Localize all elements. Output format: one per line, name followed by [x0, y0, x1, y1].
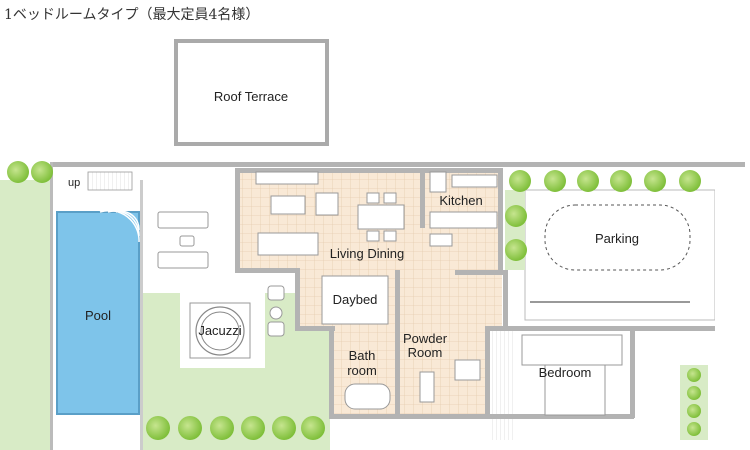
bedroom-label: Bedroom [539, 365, 592, 380]
tree-icon [544, 170, 566, 192]
left-lawn [0, 180, 50, 450]
roof-terrace-label: Roof Terrace [214, 89, 288, 104]
top-boundary-wall [50, 162, 745, 167]
tree-icon [679, 170, 701, 192]
tree-icon [509, 170, 531, 192]
bath-label-line1: Bath [349, 348, 376, 363]
garden-chairs [267, 285, 285, 337]
tree-icon [272, 416, 296, 440]
tree-icon [687, 422, 701, 436]
sun-loungers [157, 211, 209, 269]
roof-terrace: Roof Terrace [174, 39, 329, 146]
pool-label: Pool [85, 308, 111, 323]
powder-label-line2: Room [408, 345, 443, 360]
living-dining-label: Living Dining [330, 246, 404, 261]
tree-icon [241, 416, 265, 440]
pool-deck-edge [140, 180, 143, 450]
tree-icon [687, 386, 701, 400]
tree-icon [687, 404, 701, 418]
tree-icon [146, 416, 170, 440]
powder-label-line1: Powder [403, 331, 448, 346]
tree-icon [610, 170, 632, 192]
stairs-up-label: up [68, 177, 80, 189]
tree-icon [301, 416, 325, 440]
parking: Parking [524, 167, 745, 322]
parking-label: Parking [595, 231, 639, 246]
tree-icon [505, 205, 527, 227]
tree-icon [31, 161, 53, 183]
left-boundary-wall [50, 162, 53, 450]
bath-label-line2: room [347, 363, 377, 378]
kitchen-label: Kitchen [439, 193, 482, 208]
tree-icon [178, 416, 202, 440]
page-title: 1ベッドルームタイプ（最大定員4名様） [4, 7, 260, 23]
daybed-label: Daybed [333, 292, 378, 307]
jacuzzi: Jacuzzi [189, 302, 251, 359]
tree-icon [210, 416, 234, 440]
tree-icon [644, 170, 666, 192]
tree-icon [577, 170, 599, 192]
jacuzzi-label: Jacuzzi [198, 323, 241, 338]
tree-icon [7, 161, 29, 183]
tree-icon [505, 239, 527, 261]
pool: Pool [56, 209, 140, 415]
house: Daybed Kitchen Living Dining Bath room P… [235, 168, 715, 440]
tree-icon [687, 368, 701, 382]
trees [7, 161, 701, 440]
stairs: up [68, 171, 133, 191]
